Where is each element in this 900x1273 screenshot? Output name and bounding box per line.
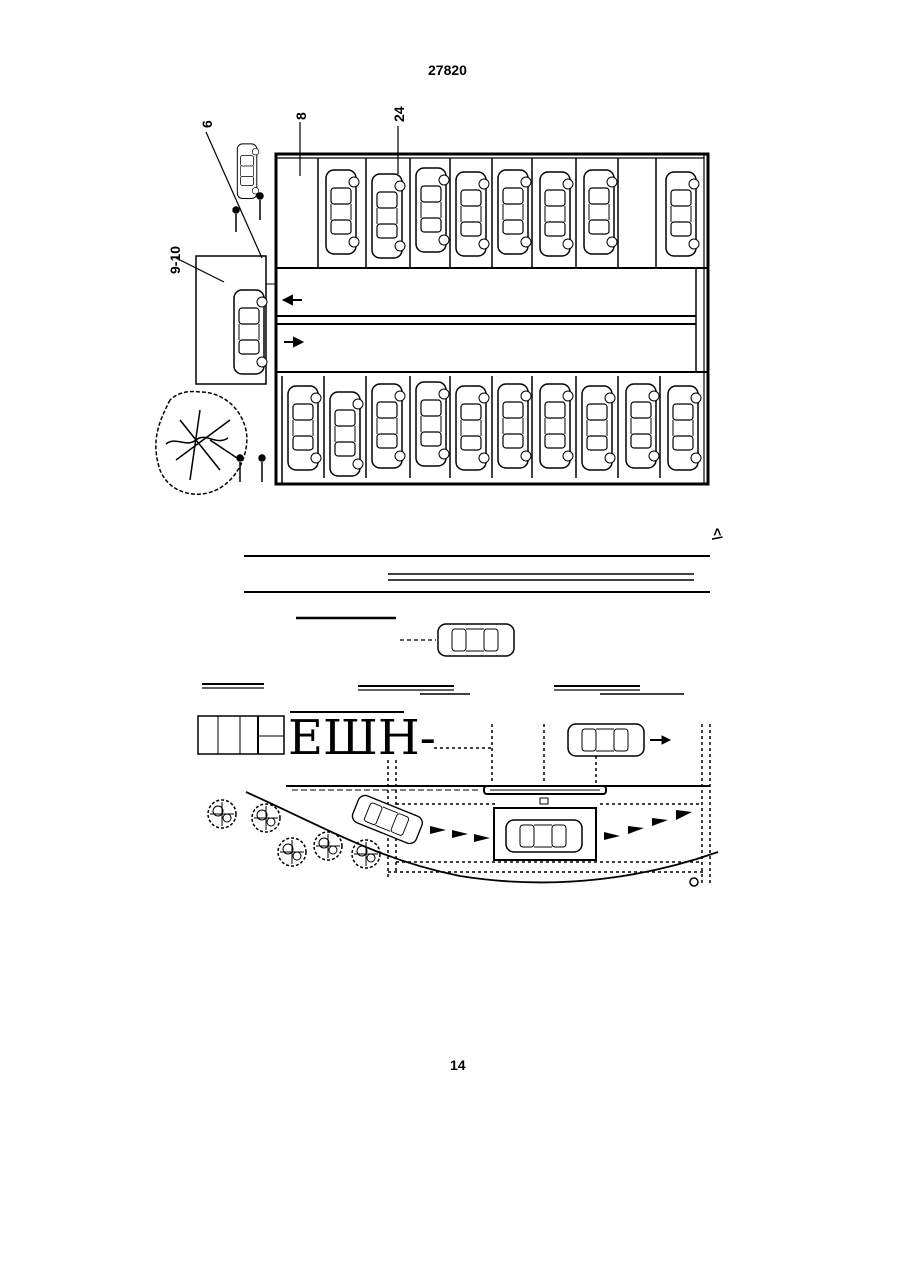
margin-mark: \> <box>709 528 725 540</box>
lane-arrows <box>284 296 302 346</box>
ref-label-8: 8 <box>293 112 309 120</box>
site-plan <box>198 556 718 886</box>
page-number: 14 <box>450 1057 466 1073</box>
parking-building-plan <box>156 144 708 1089</box>
lower-parked-cars <box>288 382 701 476</box>
leader-lines <box>176 122 398 282</box>
ref-label-6: 6 <box>199 120 215 128</box>
tree-cluster <box>156 391 247 494</box>
scan-text: ЕШН- <box>288 710 436 766</box>
ref-label-24: 24 <box>391 106 407 122</box>
